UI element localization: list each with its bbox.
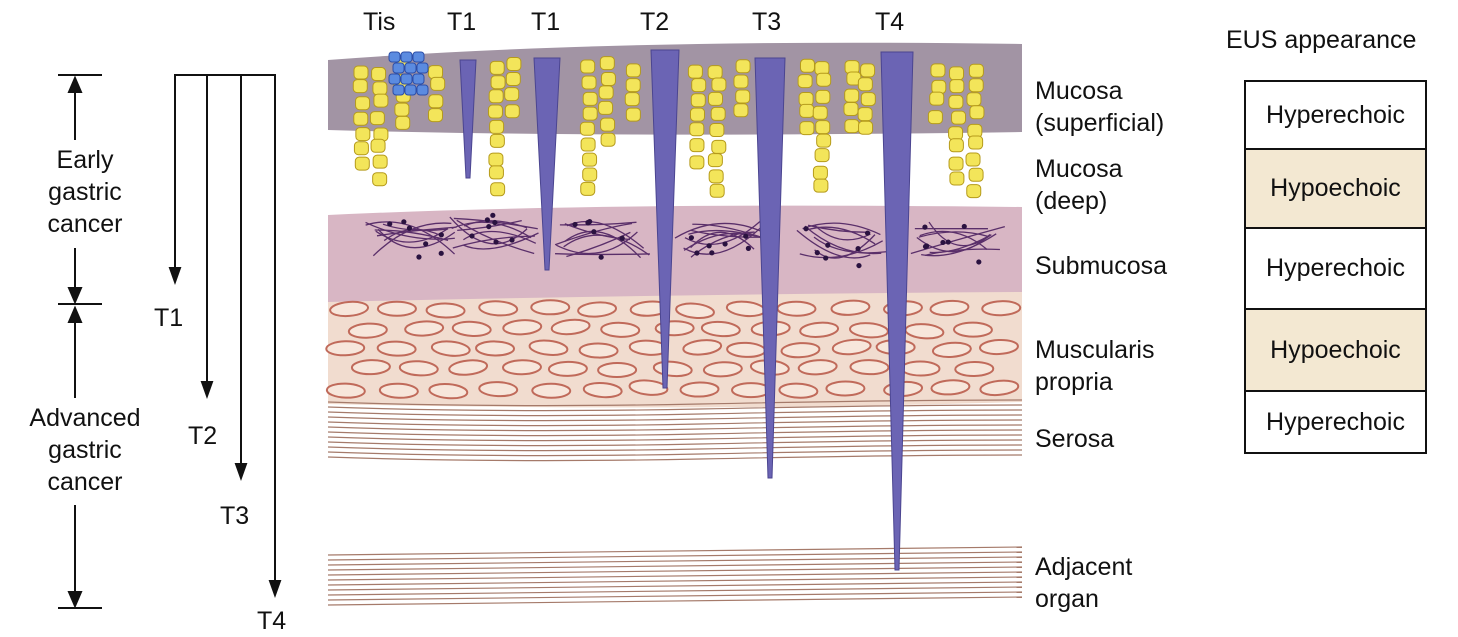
layer-3-line-2: propria <box>1035 366 1154 398</box>
early-line-3: cancer <box>30 208 140 240</box>
invasion-label-tis: Tis <box>363 6 395 38</box>
early-gastric-cancer-label: Early gastric cancer <box>30 144 140 240</box>
eus-box-serosa: Hyperechoic <box>1244 390 1427 454</box>
invasion-label-t3: T3 <box>752 6 781 38</box>
adjacent-organ-layer <box>328 547 1022 605</box>
stage-label-t2: T2 <box>188 420 217 452</box>
eus-value-0: Hyperechoic <box>1266 101 1405 130</box>
advanced-line-3: cancer <box>10 466 160 498</box>
layer-label-adjacent-organ: Adjacent organ <box>1035 551 1132 615</box>
eus-box-mucosa-superficial: Hyperechoic <box>1244 80 1427 150</box>
layer-4-line-1: Serosa <box>1035 423 1114 455</box>
layer-label-mucosa-superficial: Mucosa (superficial) <box>1035 75 1164 139</box>
layer-1-line-1: Mucosa <box>1035 153 1123 185</box>
stage-label-t4: T4 <box>257 605 286 637</box>
serosa-layer <box>328 400 1022 461</box>
eus-appearance-title: EUS appearance <box>1226 24 1416 56</box>
invasion-label-t4: T4 <box>875 6 904 38</box>
layer-5-line-2: organ <box>1035 583 1132 615</box>
eus-box-muscularis-propria: Hypoechoic <box>1244 308 1427 392</box>
layer-label-muscularis-propria: Muscularis propria <box>1035 334 1154 398</box>
layer-2-line-1: Submucosa <box>1035 250 1167 282</box>
gastric-wall <box>326 43 1022 605</box>
advanced-gastric-cancer-label: Advanced gastric cancer <box>10 402 160 498</box>
advanced-line-1: Advanced <box>10 402 160 434</box>
invasion-label-t1-b: T1 <box>531 6 560 38</box>
submucosa-layer <box>328 204 1022 302</box>
stage-label-t3: T3 <box>220 500 249 532</box>
layer-5-line-1: Adjacent <box>1035 551 1132 583</box>
eus-value-3: Hypoechoic <box>1270 336 1401 365</box>
stage-label-t1: T1 <box>154 302 183 334</box>
invasion-label-t2: T2 <box>640 6 669 38</box>
early-line-2: gastric <box>30 176 140 208</box>
eus-box-mucosa-deep: Hypoechoic <box>1244 148 1427 229</box>
eus-value-4: Hyperechoic <box>1266 408 1405 437</box>
layer-label-mucosa-deep: Mucosa (deep) <box>1035 153 1123 217</box>
eus-value-1: Hypoechoic <box>1270 174 1401 203</box>
eus-box-submucosa: Hyperechoic <box>1244 227 1427 310</box>
layer-label-submucosa: Submucosa <box>1035 250 1167 282</box>
tis-carcinoma-cells <box>389 52 428 95</box>
layer-3-line-1: Muscularis <box>1035 334 1154 366</box>
layer-1-line-2: (deep) <box>1035 185 1123 217</box>
layer-0-line-2: (superficial) <box>1035 107 1164 139</box>
invasion-label-t1-a: T1 <box>447 6 476 38</box>
eus-value-2: Hyperechoic <box>1266 254 1405 283</box>
advanced-line-2: gastric <box>10 434 160 466</box>
layer-label-serosa: Serosa <box>1035 423 1114 455</box>
layer-0-line-1: Mucosa <box>1035 75 1164 107</box>
early-line-1: Early <box>30 144 140 176</box>
